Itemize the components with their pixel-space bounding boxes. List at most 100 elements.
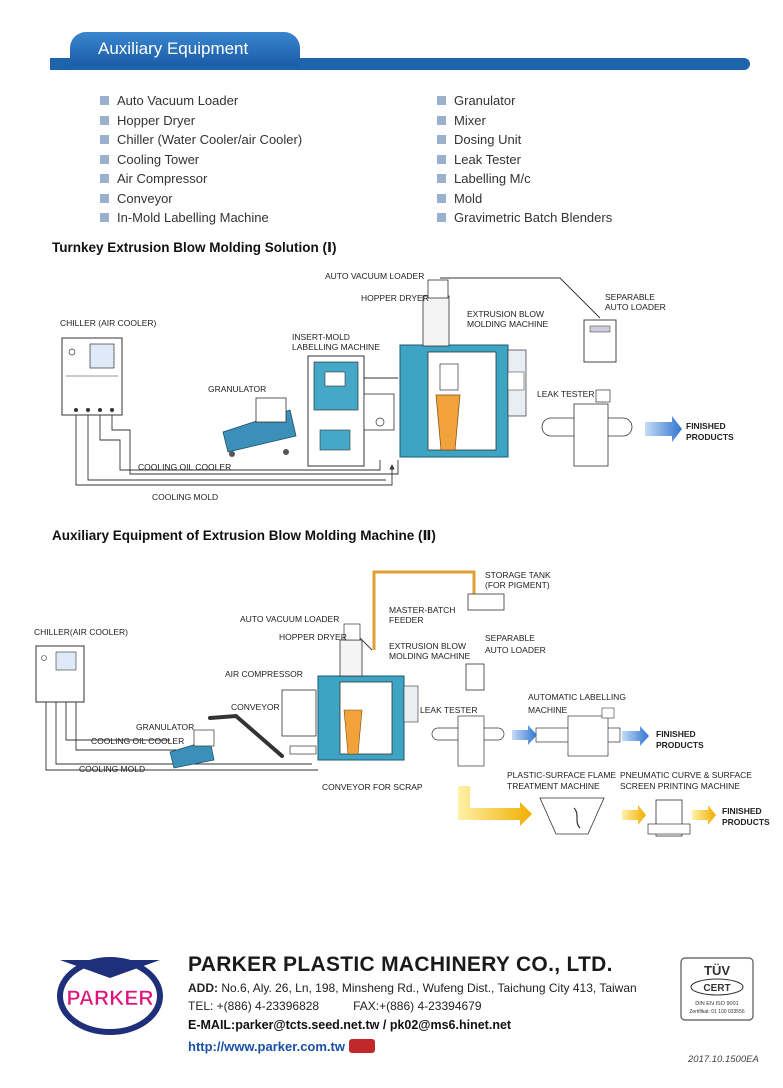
company-logo: PARKER [57,957,163,1035]
yellow-arrow-mid [622,805,646,825]
finished-arrow-2a [512,725,537,745]
bullet-square-icon [437,174,446,184]
bullet-square-icon [437,213,446,223]
label-cooling-oil-2: COOLING OIL COOLER [91,736,185,746]
email: E-MAIL:parker@tcts.seed.net.tw / pk02@ms… [188,1018,512,1032]
list-item: Cooling Tower [100,150,302,170]
label-pneumatic-b: SCREEN PRINTING MACHINE [620,781,740,791]
bullet-square-icon [437,154,446,164]
pigment-pipe [372,570,476,650]
company-name: PARKER PLASTIC MACHINERY CO., LTD. [188,953,613,976]
edition-code: 2017.10.1500EA [688,1054,759,1065]
label-hopper-dryer-2: HOPPER DRYER [279,632,347,642]
label-finished-2b2: PRODUCTS [722,817,770,827]
list-item: Mold [437,189,612,209]
label-cooling-oil-1: COOLING OIL COOLER [138,462,232,472]
label-finished-2a1: FINISHED [656,729,696,739]
list-item: Conveyor [100,189,302,209]
list-item: Chiller (Water Cooler/air Cooler) [100,130,302,150]
header-tab [70,32,300,66]
label-auto-label-b: MACHINE [528,705,568,715]
label-conveyor: CONVEYOR [231,702,280,712]
website-link[interactable]: http://www.parker.com.tw [188,1039,375,1054]
list-item: Auto Vacuum Loader [100,91,302,111]
label-finished-1a: FINISHED [686,421,726,431]
label-storage-tank-b: (FOR PIGMENT) [485,580,550,590]
automatic-labelling-machine [535,707,621,757]
conveyor-2 [208,713,317,758]
label-master-batch-b: FEEDER [389,615,424,625]
pneumatic-printing-machine [647,799,691,837]
diagram-2-title: Auxiliary Equipment of Extrusion Blow Mo… [52,528,436,543]
address: ADD: No.6, Aly. 26, Ln, 198, Minsheng Rd… [188,981,637,995]
storage-tank [467,593,505,611]
label-chiller-1: CHILLER (AIR COOLER) [60,318,157,328]
label-separable-1a: SEPARABLE [605,292,655,302]
insert-mold-labelling-machine [307,355,395,467]
label-auto-label-a: AUTOMATIC LABELLING [528,692,626,702]
equipment-list-left: Auto Vacuum Loader Hopper Dryer Chiller … [100,91,302,228]
bullet-square-icon [100,213,109,223]
diagram-1-title: Turnkey Extrusion Blow Molding Solution … [52,240,337,255]
logo-wing-icon [60,960,160,978]
bullet-square-icon [437,193,446,203]
bullet-square-icon [100,154,109,164]
label-cooling-mold-1: COOLING MOLD [152,492,219,502]
label-auto-vacuum-loader-2: AUTO VACUUM LOADER [240,614,340,624]
label-cooling-mold-2: COOLING MOLD [79,764,146,774]
label-hopper-dryer-1: HOPPER DRYER [361,293,429,303]
list-item: Dosing Unit [437,130,612,150]
list-item: Labelling M/c [437,169,612,189]
granulator-2 [169,729,215,769]
chiller-unit-2 [35,645,85,703]
list-item: Gravimetric Batch Blenders [437,208,612,228]
svg-text:Zertifikat: 01 100 033556: Zertifikat: 01 100 033556 [689,1009,745,1015]
leak-tester-1 [541,389,633,467]
leak-tester-2 [431,715,505,767]
label-insert-mold-1b: LABELLING MACHINE [292,342,380,352]
bullet-square-icon [100,135,109,145]
label-finished-2b1: FINISHED [722,806,762,816]
label-auto-vacuum-loader-1: AUTO VACUUM LOADER [325,271,425,281]
chiller-unit-1 [61,337,123,416]
label-flame-b: TREATMENT MACHINE [507,781,600,791]
tuv-cert-badge: TÜV CERT DIN EN ISO 9001 Zertifikat: 01 … [680,957,754,1021]
separable-auto-loader-1 [583,319,617,363]
camera-icon [348,1039,375,1053]
bullet-square-icon [437,96,446,106]
phone: TEL: +(886) 4-23396828 [188,999,320,1013]
bullet-square-icon [437,135,446,145]
finished-arrow-1 [645,416,682,442]
svg-text:CERT: CERT [703,983,730,994]
bullet-square-icon [437,115,446,125]
svg-text:TÜV: TÜV [704,963,730,978]
label-finished-1b: PRODUCTS [686,432,734,442]
svg-text:DIN EN ISO 9001: DIN EN ISO 9001 [695,1001,738,1007]
label-separable-2a: SEPARABLE [485,633,535,643]
label-chiller-2: CHILLER(AIR COOLER) [34,627,128,637]
list-item: Mixer [437,111,612,131]
label-storage-tank-a: STORAGE TANK [485,570,551,580]
yellow-arrow-end [692,805,716,825]
logo-text: PARKER [66,987,153,1010]
label-separable-1b: AUTO LOADER [605,302,666,312]
list-item: Leak Tester [437,150,612,170]
list-item: Granulator [437,91,612,111]
flame-treatment-machine [539,797,605,835]
list-item: Hopper Dryer [100,111,302,131]
label-leak-tester-2: LEAK TESTER [420,705,478,715]
extrusion-blow-molding-machine-1 [399,279,527,458]
label-pneumatic-a: PNEUMATIC CURVE & SURFACE [620,770,752,780]
extrusion-blow-molding-machine-2 [317,623,419,761]
label-master-batch-a: MASTER-BATCH [389,605,456,615]
finished-arrow-2b [622,726,649,746]
label-flame-a: PLASTIC-SURFACE FLAME [507,770,617,780]
label-insert-mold-1a: INSERT-MOLD [292,332,350,342]
list-item: In-Mold Labelling Machine [100,208,302,228]
equipment-list-right: Granulator Mixer Dosing Unit Leak Tester… [437,91,612,228]
label-extrusion-1b: MOLDING MACHINE [467,319,549,329]
label-air-compressor: AIR COMPRESSOR [225,669,303,679]
label-extrusion-1a: EXTRUSION BLOW [467,309,544,319]
